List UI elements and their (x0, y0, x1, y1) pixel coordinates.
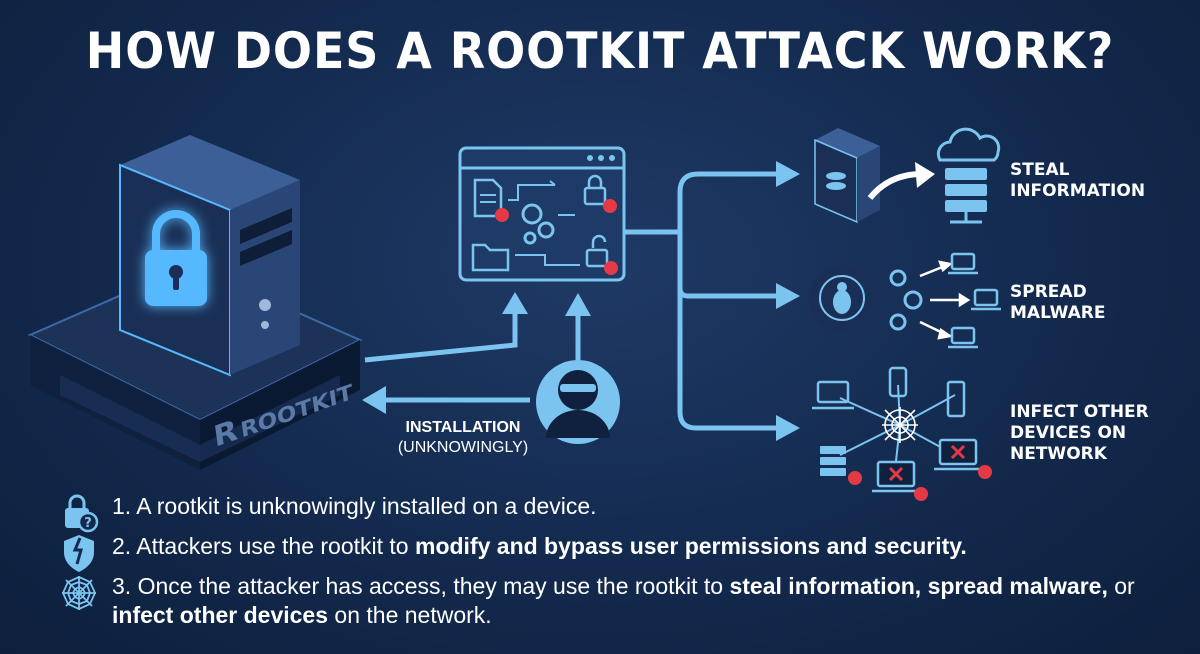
unlocked-icon (585, 234, 609, 268)
step-text-emphasis: steal information, spread malware, (729, 573, 1108, 599)
svg-text:?: ? (84, 516, 92, 531)
step-3-text: 3. Once the attacker has access, they ma… (112, 572, 1152, 630)
step-text-part: on the network. (328, 602, 492, 628)
rootkit-logo-mark: R (212, 414, 240, 454)
laptop-icon (812, 380, 854, 410)
cloud-server-icon (936, 127, 1001, 224)
installation-arrow (362, 386, 530, 414)
gear-icon (889, 269, 923, 331)
laptop-icon (948, 252, 1001, 349)
gear-icon (521, 203, 555, 245)
step-2: 2. Attackers use the rootkit to modify a… (58, 532, 1152, 574)
step-2-text: 2. Attackers use the rootkit to modify a… (112, 532, 1152, 561)
outcome-spread-malware: SPREAD MALWARE (1010, 282, 1105, 324)
outcome-infect-devices: INFECT OTHER DEVICES ON NETWORK (1010, 402, 1149, 465)
infected-laptop-icon (872, 460, 920, 493)
lock-question-icon: ? (65, 494, 99, 533)
arrowhead (776, 283, 800, 309)
error-icon (848, 471, 862, 485)
spread-malware-graphic (809, 252, 1001, 349)
bug-icon (809, 265, 875, 331)
server-rack-icon (820, 446, 846, 476)
installation-title: INSTALLATION (405, 419, 521, 436)
arrowhead (776, 415, 800, 441)
device-to-panel-arrow (364, 292, 528, 363)
hacker-avatar (536, 293, 620, 444)
infected-laptop-icon (934, 438, 982, 471)
steal-information-graphic (814, 127, 1001, 224)
step-text-part: or (1107, 573, 1135, 599)
error-icon (495, 208, 509, 222)
infect-network-graphic (812, 366, 992, 501)
padlock-icon (145, 210, 207, 306)
installation-label: INSTALLATION (UNKNOWINGLY) (388, 418, 538, 458)
outcome-line: INFORMATION (1010, 181, 1146, 201)
step-text-part: 2. Attackers use the rootkit to (112, 533, 415, 559)
step-text-part: 1. A rootkit is unknowingly installed on… (112, 493, 597, 519)
error-icon (978, 465, 992, 479)
step-text-part: 3. Once the attacker has access, they ma… (112, 573, 730, 599)
spider-web-icon (882, 407, 918, 443)
error-icon (914, 487, 928, 501)
outcome-line: SPREAD (1010, 282, 1087, 302)
installation-subtitle: (UNKNOWINGLY) (397, 439, 529, 456)
outcome-line: MALWARE (1010, 303, 1106, 323)
step-text-emphasis: modify and bypass user permissions and s… (415, 533, 967, 559)
step-1: ? 1. A rootkit is unknowingly installed … (58, 492, 1152, 534)
phone-icon (888, 366, 908, 398)
lock-icon (583, 174, 607, 206)
system-control-window (458, 146, 626, 282)
step-3: 3. Once the attacker has access, they ma… (58, 572, 1152, 630)
error-icon (604, 261, 618, 275)
server-icon (946, 380, 966, 418)
error-icon (603, 199, 617, 213)
folder-icon (471, 243, 510, 272)
step-text-emphasis: infect other devices (112, 602, 329, 628)
infected-computer: R ROOTKIT (27, 135, 363, 470)
broken-shield-icon (64, 535, 94, 572)
document-icon (473, 178, 503, 218)
outcome-steal-information: STEAL INFORMATION (1010, 160, 1145, 202)
page-title: HOW DOES A ROOTKIT ATTACK WORK? (85, 22, 1115, 80)
spider-web-icon (62, 576, 96, 610)
outcome-line: DEVICES ON (1010, 423, 1127, 443)
computer-tower (119, 135, 300, 377)
arrowhead (776, 161, 800, 187)
branch-arrows (624, 171, 776, 431)
outcome-line: NETWORK (1010, 444, 1107, 464)
step-1-text: 1. A rootkit is unknowingly installed on… (112, 492, 1152, 521)
outcome-line: STEAL (1010, 160, 1070, 180)
outcome-line: INFECT OTHER (1010, 402, 1149, 422)
